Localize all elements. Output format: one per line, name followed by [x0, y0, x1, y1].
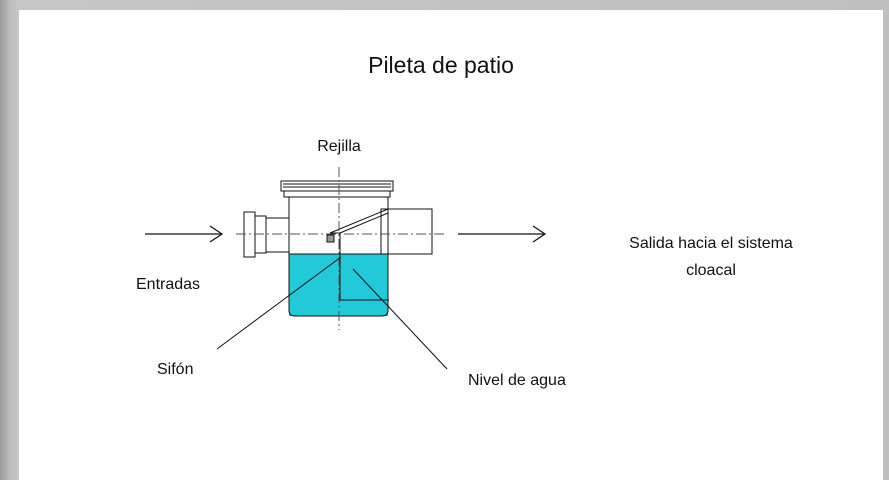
- trap-leader-line: [216, 256, 342, 350]
- diagram-panel: [19, 10, 883, 480]
- water-level-leader-line: [352, 268, 448, 370]
- trap-label: Sifón: [157, 361, 193, 378]
- outlet-pipe: [380, 208, 433, 255]
- center-axes: [236, 167, 445, 330]
- water-level-label: Nivel de agua: [468, 372, 566, 389]
- trap-marker: [326, 234, 335, 243]
- outlet-arrow: [458, 225, 547, 243]
- outlet-label-line1: Salida hacia el sistema: [629, 235, 793, 252]
- inlet-arrow: [145, 225, 224, 243]
- grate-label: Rejilla: [317, 138, 361, 155]
- grate: [280, 180, 394, 198]
- outlet-label-line2: cloacal: [686, 262, 736, 279]
- trap-baffle: [329, 208, 389, 301]
- diagram-title: Pileta de patio: [368, 52, 514, 78]
- inlets-label: Entradas: [136, 276, 200, 293]
